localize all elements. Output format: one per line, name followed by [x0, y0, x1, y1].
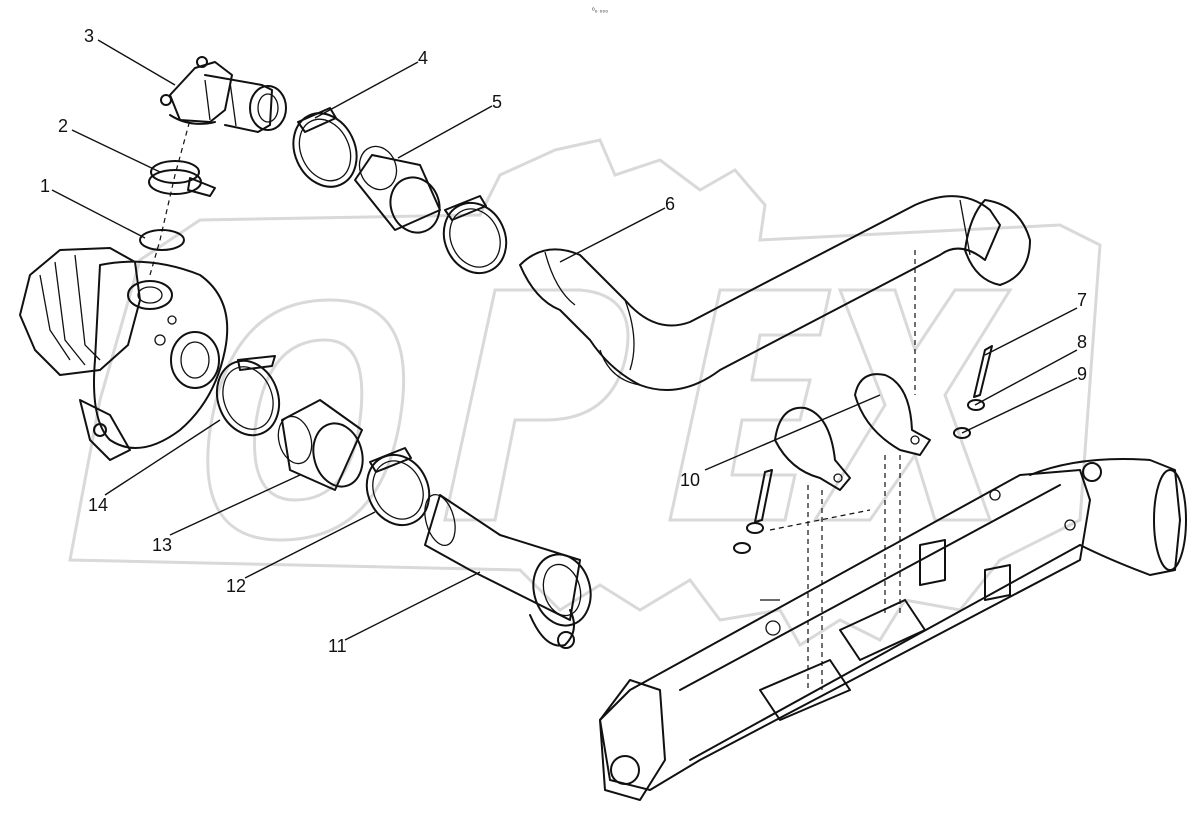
sleeve-part-13: [277, 399, 364, 491]
callout-3: 3: [84, 26, 94, 46]
strap-clamp-part-10: [774, 373, 931, 491]
sleeve-part-5: [354, 145, 441, 234]
clamp-part-14: [215, 355, 281, 437]
mounting-frame: [599, 458, 1187, 801]
vband-clamp-part-2: [148, 160, 216, 197]
watermark-logo: [68, 138, 1102, 648]
callout-4: 4: [418, 48, 428, 68]
clamp-upper-right: [442, 195, 508, 275]
callout-5: 5: [492, 92, 502, 112]
header-mark: ᵒ₀ ₀₀₀: [592, 7, 608, 14]
callout-9: 9: [1077, 364, 1087, 384]
callout-8: 8: [1077, 332, 1087, 352]
pipe-part-6: [519, 195, 1031, 391]
callout-7: 7: [1077, 290, 1087, 310]
callout-10: 10: [680, 470, 700, 490]
callout-labels: 3 2 1 4 5 6 7 8 9 10 11 12 13 14: [40, 26, 1087, 656]
elbow-part-3: [160, 56, 287, 133]
assembly-line-upper: [149, 119, 191, 276]
leader-lines: [51, 39, 1078, 641]
callout-11: 11: [328, 636, 347, 656]
callout-14: 14: [88, 495, 108, 515]
assembly-lines-frame: [769, 250, 916, 690]
hose-part-11: [424, 493, 592, 649]
callout-12: 12: [226, 576, 246, 596]
callout-1: 1: [40, 176, 50, 196]
callout-2: 2: [58, 116, 68, 136]
callout-13: 13: [152, 535, 172, 555]
callout-6: 6: [665, 194, 675, 214]
clamp-part-12: [365, 447, 431, 527]
bolt-set-7-8-9: [733, 345, 993, 554]
turbocharger-assembly: [19, 247, 229, 461]
clamp-part-4: [292, 107, 358, 188]
